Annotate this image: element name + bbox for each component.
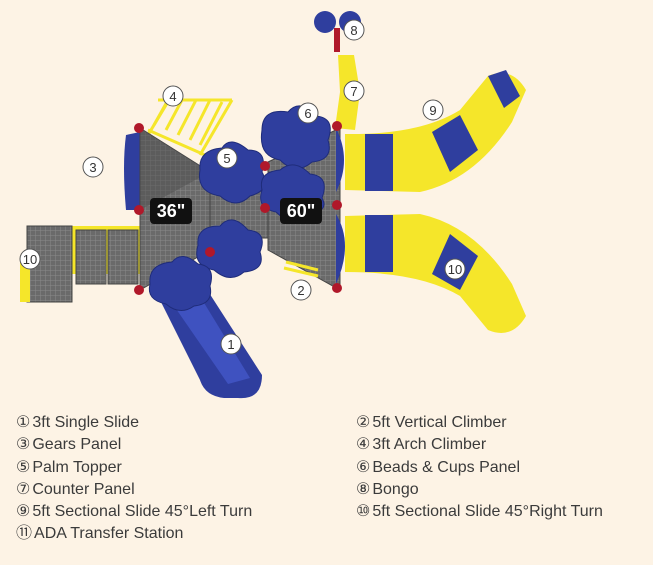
legend-number: ① (16, 414, 31, 431)
legend-label: Counter Panel (32, 480, 135, 498)
callout-10-left: 10 (19, 248, 41, 270)
palm-topper (148, 105, 331, 311)
callout-8: 8 (343, 19, 365, 41)
svg-text:9: 9 (429, 103, 436, 118)
legend-label: 3ft Arch Climber (372, 436, 487, 454)
svg-text:4: 4 (169, 89, 176, 104)
legend-number: ⑩ (356, 503, 371, 521)
legend-number: ④ (356, 436, 371, 454)
legend-label: Palm Topper (32, 458, 122, 476)
callout-10-right: 10 (444, 258, 466, 280)
svg-text:10: 10 (23, 252, 37, 267)
legend-number: ⑧ (356, 480, 371, 498)
platform-label-36: 36" (150, 198, 192, 224)
arch-climber (146, 89, 234, 157)
legend-label: 5ft Vertical Climber (372, 414, 507, 431)
svg-text:8: 8 (350, 23, 357, 38)
svg-text:3: 3 (89, 160, 96, 175)
legend-number: ⑪ (16, 525, 33, 543)
svg-text:6: 6 (304, 106, 311, 121)
callout-2: 2 (290, 279, 312, 301)
legend-label: Bongo (372, 480, 419, 498)
svg-text:10: 10 (448, 262, 462, 277)
legend-label: 5ft Sectional Slide 45°Left Turn (32, 503, 253, 521)
slide-entry-lower (336, 214, 345, 284)
callout-9: 9 (422, 99, 444, 121)
legend-number: ⑤ (16, 458, 31, 476)
svg-text:1: 1 (227, 337, 234, 352)
platform-size-60: 60" (287, 201, 316, 221)
svg-text:2: 2 (297, 283, 304, 298)
legend-number: ⑨ (16, 503, 31, 521)
svg-text:7: 7 (350, 84, 357, 99)
legend-label: 3ft Single Slide (32, 414, 140, 431)
callout-4: 4 (162, 85, 184, 107)
post-caps (134, 121, 342, 295)
gears-panel (124, 132, 140, 210)
playground-diagram: 36" 60" 1 2 3 4 5 6 7 8 9 10 (19, 11, 526, 399)
callout-5: 5 (216, 147, 238, 169)
legend-label: 5ft Sectional Slide 45°Right Turn (372, 503, 603, 521)
callout-6: 6 (297, 102, 319, 124)
callout-3: 3 (82, 156, 104, 178)
legend-label: Beads & Cups Panel (372, 458, 520, 476)
sectional-slide-left-turn (345, 70, 526, 192)
platform-size-36: 36" (157, 201, 186, 221)
legend-label: Gears Panel (32, 436, 122, 454)
legend-label: ADA Transfer Station (34, 525, 184, 543)
legend-number: ③ (16, 436, 31, 454)
sectional-slide-right-turn (345, 214, 526, 333)
ada-transfer-station (20, 225, 140, 303)
vertical-climber (283, 260, 319, 278)
callout-7: 7 (343, 80, 365, 102)
legend-number: ② (356, 414, 371, 431)
single-slide (160, 285, 262, 399)
svg-text:5: 5 (223, 151, 230, 166)
legend-number: ⑥ (356, 458, 371, 476)
slide-entry-upper (336, 128, 344, 192)
platform-label-60: 60" (280, 198, 322, 224)
legend-number: ⑦ (16, 480, 31, 498)
callout-1: 1 (220, 333, 242, 355)
